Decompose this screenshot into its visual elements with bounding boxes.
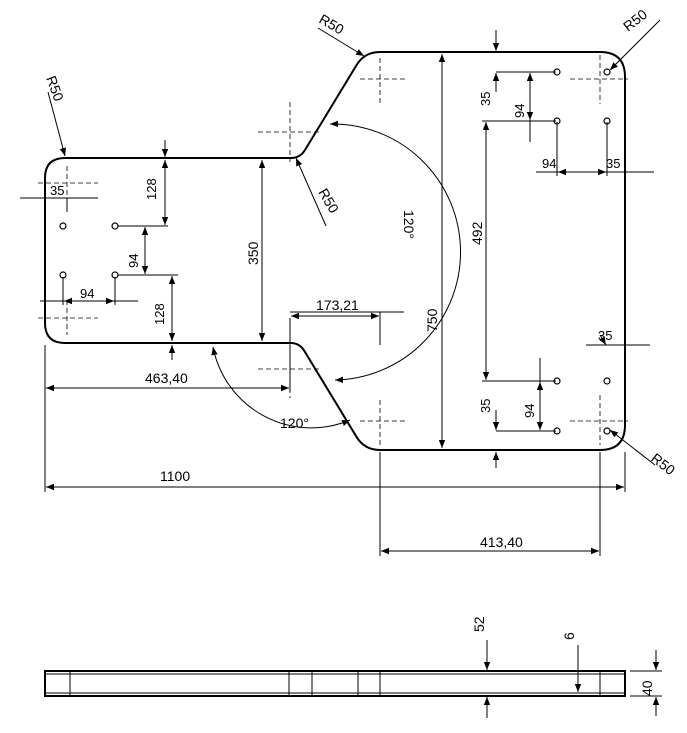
dim-left-128-top: 128 xyxy=(144,178,159,200)
hole xyxy=(603,427,611,435)
dim-right-35-top: 35 xyxy=(606,156,620,171)
dim-right-bottom-94: 94 xyxy=(522,404,537,418)
hole xyxy=(111,222,119,230)
dim-neck-width: 350 xyxy=(245,241,261,265)
dim-right-35-middle: 35 xyxy=(598,328,612,343)
dim-side-6: 6 xyxy=(561,632,577,640)
dim-left-section: 463,40 xyxy=(145,370,188,386)
mounting-holes xyxy=(59,68,611,435)
dim-left-offset: 35 xyxy=(50,183,64,198)
dim-side-thickness: 40 xyxy=(639,680,655,696)
hole xyxy=(603,68,611,76)
dim-angle-top: 120° xyxy=(401,210,417,239)
dim-left-94-vertical: 94 xyxy=(126,254,141,268)
dim-side-52: 52 xyxy=(471,616,487,632)
dim-overall-length: 1100 xyxy=(160,468,190,484)
dim-radius-top-left: R50 xyxy=(43,74,67,104)
hole xyxy=(603,377,611,385)
dim-radius-top-right: R50 xyxy=(620,6,650,35)
plate-outline xyxy=(44,51,626,451)
dim-right-94-horizontal: 94 xyxy=(542,156,556,171)
dim-left-128-bottom: 128 xyxy=(152,303,167,325)
dimension-lines xyxy=(20,19,661,556)
dim-neck-length: 173,21 xyxy=(316,297,359,313)
dim-hole-span: 492 xyxy=(469,221,485,245)
dim-radius-neck-top: R50 xyxy=(317,11,347,38)
dim-overall-width: 750 xyxy=(424,308,440,332)
dim-radius-bottom-right: R50 xyxy=(648,450,678,479)
dim-right-bottom-35: 35 xyxy=(478,399,493,413)
dim-right-top-94: 94 xyxy=(512,104,527,118)
dim-right-top-35: 35 xyxy=(478,92,493,106)
dim-right-section: 413,40 xyxy=(480,534,523,550)
side-view xyxy=(44,640,662,718)
dim-angle-bottom: 120° xyxy=(280,415,309,431)
hole xyxy=(59,222,67,230)
dim-left-94-horizontal: 94 xyxy=(80,286,94,301)
